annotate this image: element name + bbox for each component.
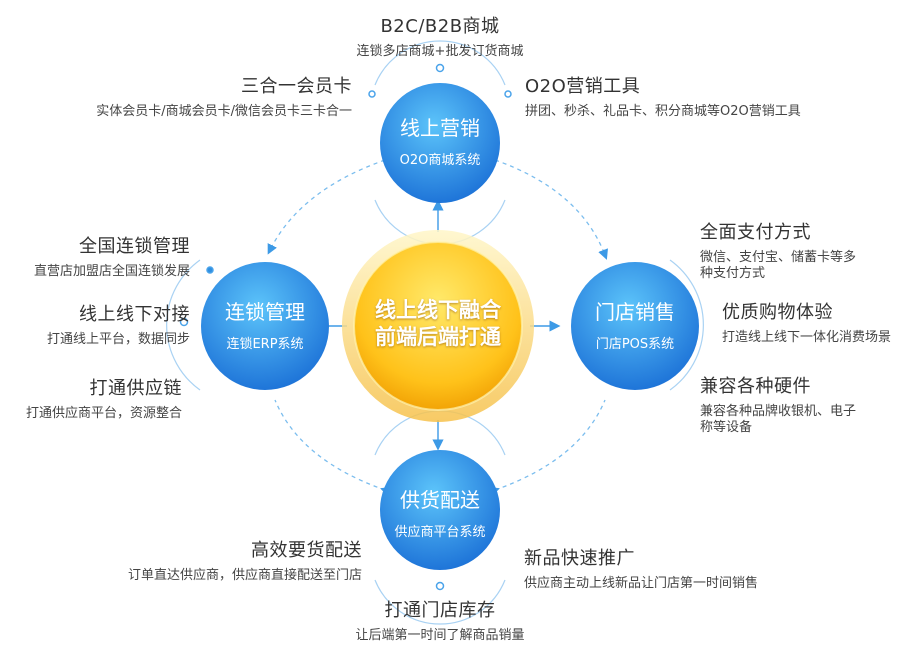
node-right [571, 262, 699, 390]
center-line2: 前端后端打通 [375, 325, 501, 350]
node-bottom-label: 供货配送 供应商平台系统 [370, 484, 510, 540]
feature-supply: 打通供应链 打通供应商平台，资源整合 [25, 378, 182, 421]
connector-top-right [494, 159, 608, 260]
node-right-subtitle: 门店POS系统 [595, 337, 675, 352]
node-right-label: 门店销售 门店POS系统 [565, 296, 705, 352]
center-label: 线上线下融合 前端后端打通 [338, 297, 538, 352]
connector-top-left [267, 159, 386, 255]
node-left [201, 262, 329, 390]
center-line1: 线上线下融合 [375, 298, 501, 322]
center-node [342, 230, 534, 422]
feature-newprod: 新品快速推广 供应商主动上线新品让门店第一时间销售 [524, 548, 759, 591]
feature-pay: 全面支付方式 微信、支付宝、储蓄卡等多 种支付方式 [700, 222, 857, 281]
node-top-label: 线上营销 O2O商城系统 [380, 112, 500, 168]
connector-bottom-left [274, 399, 392, 497]
feature-chain: 全国连锁管理 直营店加盟店全国连锁发展 [33, 236, 190, 279]
feature-online: 线上线下对接 打通线上平台，数据同步 [46, 304, 190, 347]
feature-b2c: B2C/B2B商城 连锁多店商城+批发订货商城 [356, 16, 524, 59]
feature-o2o: O2O营销工具 拼团、秒杀、礼品卡、积分商城等O2O营销工具 [525, 76, 801, 119]
node-left-title: 连锁管理 [225, 300, 305, 324]
node-bottom [380, 450, 500, 570]
node-left-label: 连锁管理 连锁ERP系统 [195, 296, 335, 352]
node-top-subtitle: O2O商城系统 [399, 153, 481, 168]
dashed-connectors [267, 159, 608, 497]
feature-exp: 优质购物体验 打造线上线下一体化消费场景 [722, 302, 892, 345]
feature-inventory: 打通门店库存 让后端第一时间了解商品销量 [355, 600, 525, 643]
connector-bottom-right [488, 399, 606, 497]
feature-card: 三合一会员卡 实体会员卡/商城会员卡/微信会员卡三卡合一 [96, 76, 352, 119]
node-bottom-title: 供货配送 [400, 488, 480, 512]
feature-delivery: 高效要货配送 订单直达供应商，供应商直接配送至门店 [127, 540, 362, 583]
node-bottom-subtitle: 供应商平台系统 [394, 525, 486, 540]
node-top-title: 线上营销 [400, 116, 480, 140]
node-right-title: 门店销售 [595, 300, 675, 324]
feature-hw: 兼容各种硬件 兼容各种品牌收银机、电子 称等设备 [700, 376, 857, 435]
node-top [380, 83, 500, 203]
node-left-subtitle: 连锁ERP系统 [226, 337, 304, 352]
